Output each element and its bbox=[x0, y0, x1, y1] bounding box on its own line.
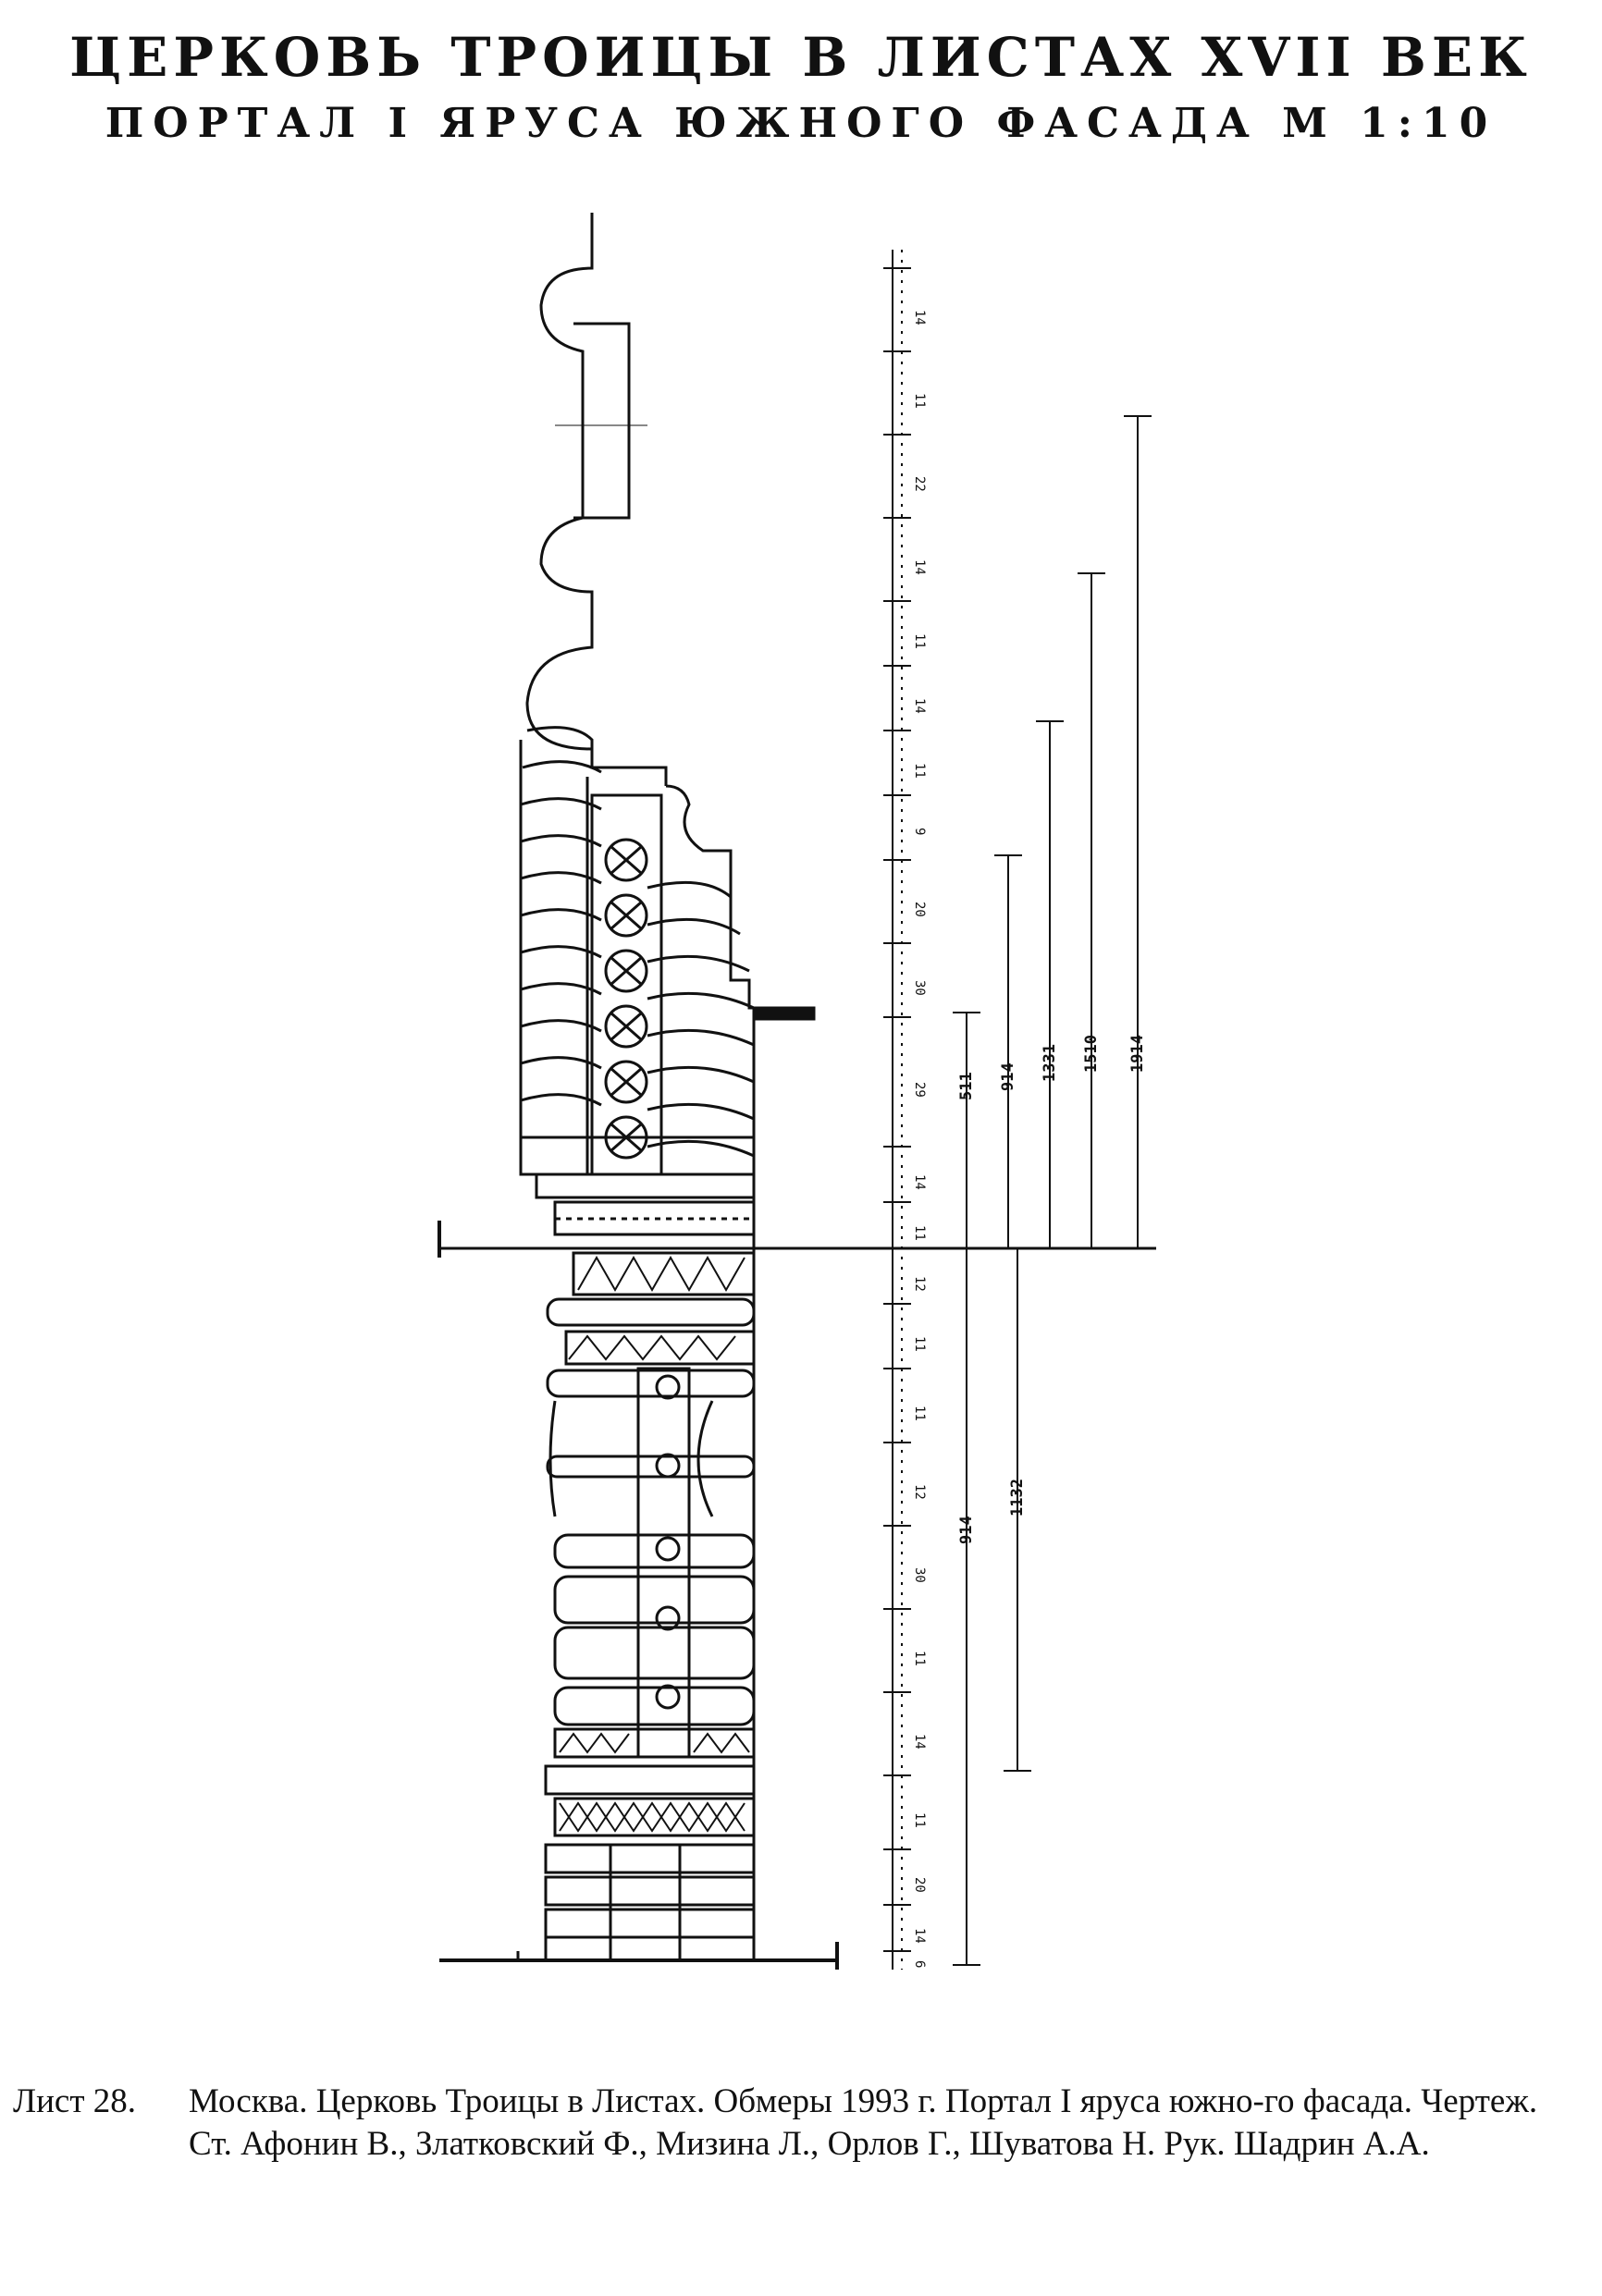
scale-label: 20 bbox=[912, 902, 927, 917]
scale-label: 22 bbox=[912, 476, 927, 492]
scale-label: 11 bbox=[912, 633, 927, 649]
column-pilaster bbox=[546, 1297, 756, 1759]
rosette-column bbox=[590, 793, 663, 1176]
dimension-label: 1331 bbox=[1041, 1044, 1059, 1082]
scale-label: 14 bbox=[912, 559, 927, 575]
dimension-label: 511 bbox=[957, 1072, 976, 1100]
scale-label: 12 bbox=[912, 1276, 927, 1292]
scale-label: 14 bbox=[912, 310, 927, 325]
inner-step-profile bbox=[665, 784, 814, 1010]
scale-label: 11 bbox=[912, 763, 927, 779]
scale-label: 30 bbox=[912, 1567, 927, 1583]
scale-label: 29 bbox=[912, 1082, 927, 1098]
dimension-label: 1914 bbox=[1128, 1035, 1147, 1073]
scale-label: 14 bbox=[912, 698, 927, 714]
scale-label: 6 bbox=[912, 1960, 927, 1968]
dimension-scale bbox=[883, 250, 911, 1970]
scale-label: 30 bbox=[912, 980, 927, 996]
scale-label: 11 bbox=[912, 1651, 927, 1666]
dimension-label: 914 bbox=[999, 1062, 1017, 1091]
scale-label: 14 bbox=[912, 1174, 927, 1190]
scale-label: 9 bbox=[912, 828, 927, 835]
scale-label: 14 bbox=[912, 1734, 927, 1750]
sheet-title: ЦЕРКОВЬ ТРОИЦЫ В ЛИСТАХ XVII ВЕК bbox=[69, 26, 1533, 89]
portal-profile-drawing: 14 11 22 14 11 14 11 9 20 30 29 14 11 12… bbox=[437, 213, 1156, 1970]
dimension-labels: 1914 1510 1331 914 511 1132 914 bbox=[957, 1035, 1147, 1544]
base-plinth bbox=[544, 1764, 756, 1962]
sheet-subtitle: ПОРТАЛ I ЯРУСА ЮЖНОГО ФАСАДА М 1:10 bbox=[105, 100, 1497, 147]
scale-label: 11 bbox=[912, 1336, 927, 1352]
wall-profile bbox=[525, 213, 668, 786]
scale-label: 11 bbox=[912, 1225, 927, 1241]
scale-label: 11 bbox=[912, 1812, 927, 1828]
caption-text: Москва. Церковь Троицы в Листах. Обмеры … bbox=[189, 2082, 1538, 2163]
dimension-lines bbox=[953, 415, 1152, 1966]
dimension-label: 1510 bbox=[1082, 1035, 1101, 1073]
scale-label: 11 bbox=[912, 393, 927, 409]
scale-label: 14 bbox=[912, 1928, 927, 1944]
archivolt-rolls-left bbox=[519, 726, 602, 1174]
caption-label: Лист 28. bbox=[13, 2082, 136, 2120]
scale-label: 20 bbox=[912, 1877, 927, 1893]
scale-label: 11 bbox=[912, 1406, 927, 1421]
dimension-label: 914 bbox=[957, 1516, 976, 1544]
upper-panel bbox=[573, 322, 631, 520]
scale-labels: 14 11 22 14 11 14 11 9 20 30 29 14 11 12… bbox=[912, 310, 927, 1968]
scale-label: 12 bbox=[912, 1484, 927, 1500]
dimension-label: 1132 bbox=[1008, 1479, 1027, 1516]
cornice-bands bbox=[519, 1136, 756, 1296]
